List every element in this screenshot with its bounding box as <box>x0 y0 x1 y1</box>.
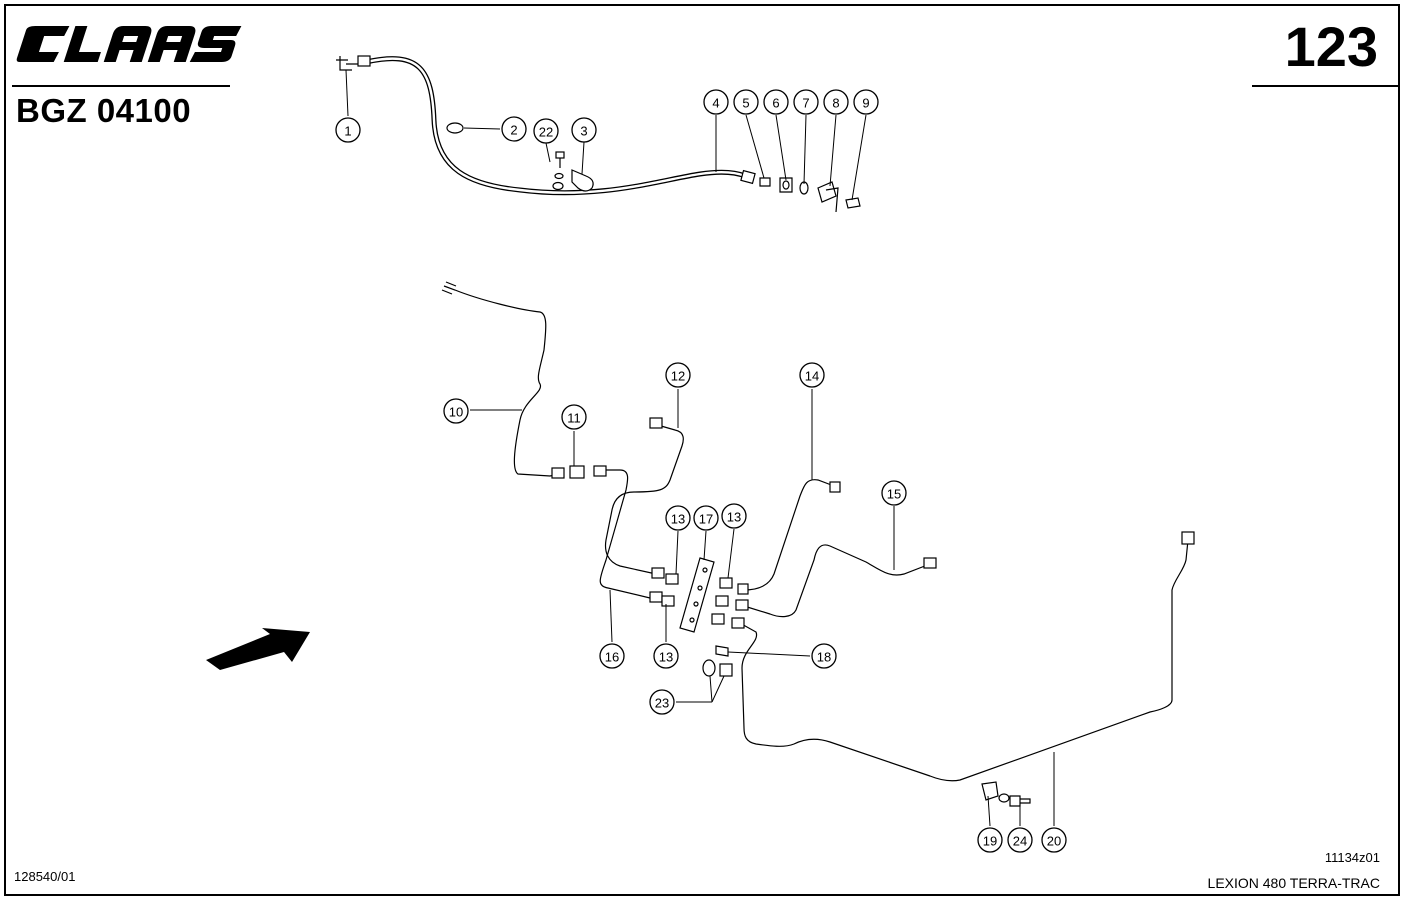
callout-13: 13 <box>653 643 679 669</box>
banjo-fittings <box>661 573 733 625</box>
callout-2: 2 <box>501 116 527 142</box>
callout-9: 9 <box>853 89 879 115</box>
clip-19 <box>981 781 999 801</box>
callout-17: 17 <box>693 505 719 531</box>
pipe-16 <box>599 469 651 599</box>
callout-16: 16 <box>599 643 625 669</box>
callout-label: 15 <box>887 487 901 502</box>
callout-4: 4 <box>703 89 729 115</box>
callout-label: 4 <box>712 96 719 111</box>
hose-assembly <box>357 55 756 196</box>
callout-label: 19 <box>983 834 997 849</box>
callout-24: 24 <box>1007 827 1033 853</box>
callout-label: 5 <box>742 96 749 111</box>
drawing-frame <box>4 4 1400 896</box>
callout-18: 18 <box>811 643 837 669</box>
callout-label: 2 <box>510 123 517 138</box>
callout-6: 6 <box>763 89 789 115</box>
callout-label: 22 <box>539 125 553 140</box>
callout-label: 14 <box>805 369 819 384</box>
callout-label: 23 <box>655 696 669 711</box>
callout-13: 13 <box>721 503 747 529</box>
callout-label: 8 <box>832 96 839 111</box>
callout-20: 20 <box>1041 827 1067 853</box>
callout-label: 20 <box>1047 834 1061 849</box>
header-rule-left <box>12 85 230 87</box>
clamp <box>571 169 594 192</box>
callout-label: 13 <box>671 512 685 527</box>
callout-10: 10 <box>443 398 469 424</box>
leader-lines <box>345 69 1055 827</box>
callout-13: 13 <box>665 505 691 531</box>
union-fitting <box>551 465 607 479</box>
figure-id: 11134z01 <box>1324 850 1380 865</box>
callout-label: 24 <box>1013 834 1027 849</box>
elbow-fitting <box>336 56 358 71</box>
callout-1: 1 <box>335 117 361 143</box>
callout-22: 22 <box>533 118 559 144</box>
callout-19: 19 <box>977 827 1003 853</box>
group-code: BGZ 04100 <box>16 92 192 129</box>
fitting-set <box>759 177 861 213</box>
distribution-block <box>679 557 715 633</box>
callout-3: 3 <box>571 117 597 143</box>
pipe-12 <box>604 423 684 575</box>
pipe-15 <box>743 544 931 618</box>
callout-11: 11 <box>561 404 587 430</box>
fitting-18 <box>715 645 729 657</box>
callout-23: 23 <box>649 689 675 715</box>
washer-23 <box>702 659 716 677</box>
callout-label: 9 <box>862 96 869 111</box>
callout-label: 16 <box>605 650 619 665</box>
pipe-20 <box>737 539 1189 782</box>
callout-7: 7 <box>793 89 819 115</box>
claas-logo <box>16 26 242 62</box>
washer-24 <box>998 793 1010 803</box>
bolt-set <box>552 151 565 191</box>
callout-8: 8 <box>823 89 849 115</box>
nut-23 <box>719 663 733 677</box>
callout-label: 3 <box>580 124 587 139</box>
callout-label: 17 <box>699 512 713 527</box>
callout-15: 15 <box>881 480 907 506</box>
bolt-24 <box>1009 795 1031 807</box>
pipe-10 <box>443 285 561 477</box>
pipe-14 <box>743 479 835 591</box>
page-number: 123 <box>1284 15 1378 78</box>
callout-label: 13 <box>727 510 741 525</box>
document-number: 128540/01 <box>14 869 76 884</box>
hex-nut <box>446 122 464 134</box>
callout-label: 18 <box>817 650 831 665</box>
direction-arrow <box>206 628 310 670</box>
callout-label: 13 <box>659 650 673 665</box>
callout-label: 1 <box>344 124 351 139</box>
callout-label: 11 <box>567 411 581 426</box>
machine-model: LEXION 480 TERRA-TRAC <box>1207 875 1380 891</box>
callout-5: 5 <box>733 89 759 115</box>
callout-12: 12 <box>665 362 691 388</box>
callout-label: 12 <box>671 369 685 384</box>
callout-14: 14 <box>799 362 825 388</box>
callout-label: 6 <box>772 96 779 111</box>
header-rule-right <box>1252 85 1398 87</box>
callout-label: 7 <box>802 96 809 111</box>
callout-label: 10 <box>449 405 463 420</box>
